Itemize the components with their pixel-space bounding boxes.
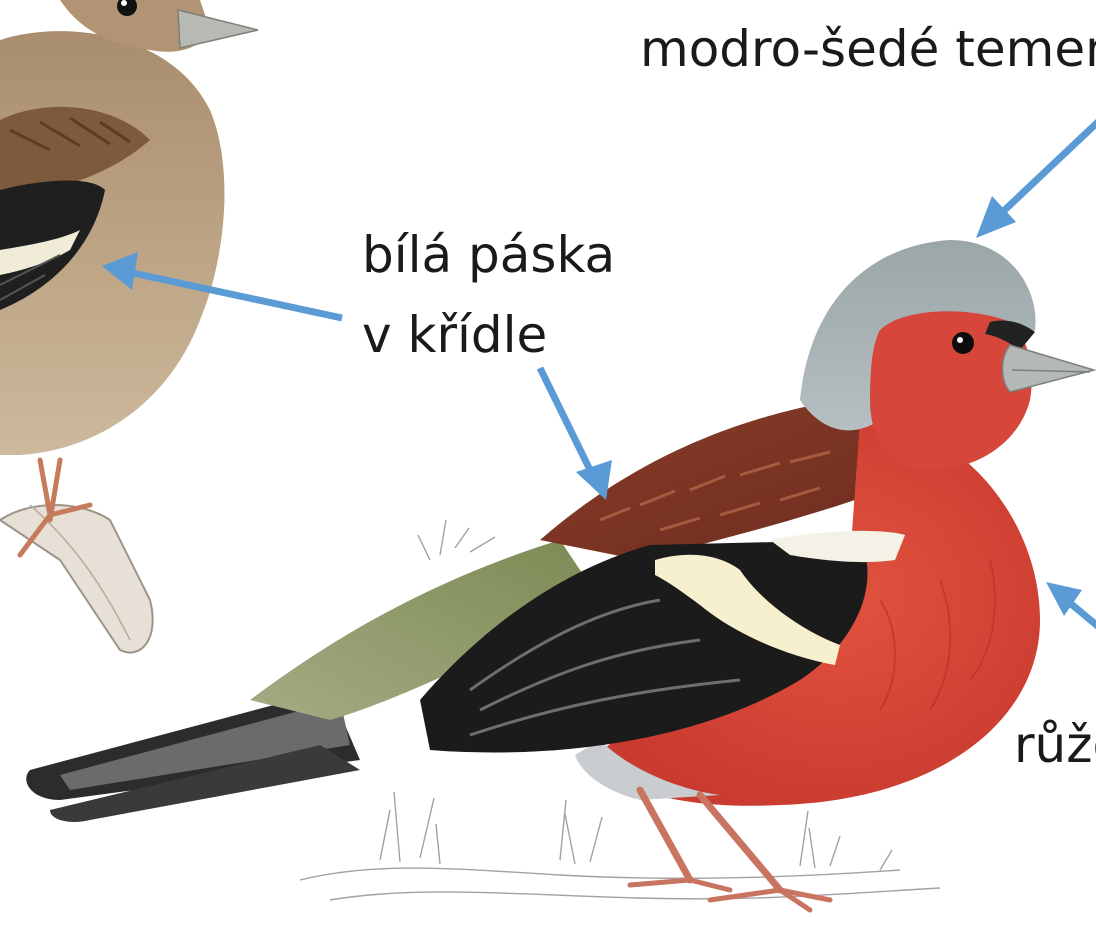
arrow-breast bbox=[1046, 582, 1096, 628]
arrow-icon bbox=[576, 460, 612, 500]
arrow-crown bbox=[976, 120, 1096, 238]
arrow-wing-male bbox=[540, 368, 612, 500]
label-crown: modro-šedé temeno bbox=[640, 20, 1096, 78]
female-chaffinch bbox=[0, 0, 258, 653]
label-wing-band-line1: bílá páska bbox=[362, 226, 615, 284]
label-breast: růžová hruď bbox=[1014, 716, 1096, 774]
label-wing-band-line2: v křídle bbox=[362, 306, 547, 364]
